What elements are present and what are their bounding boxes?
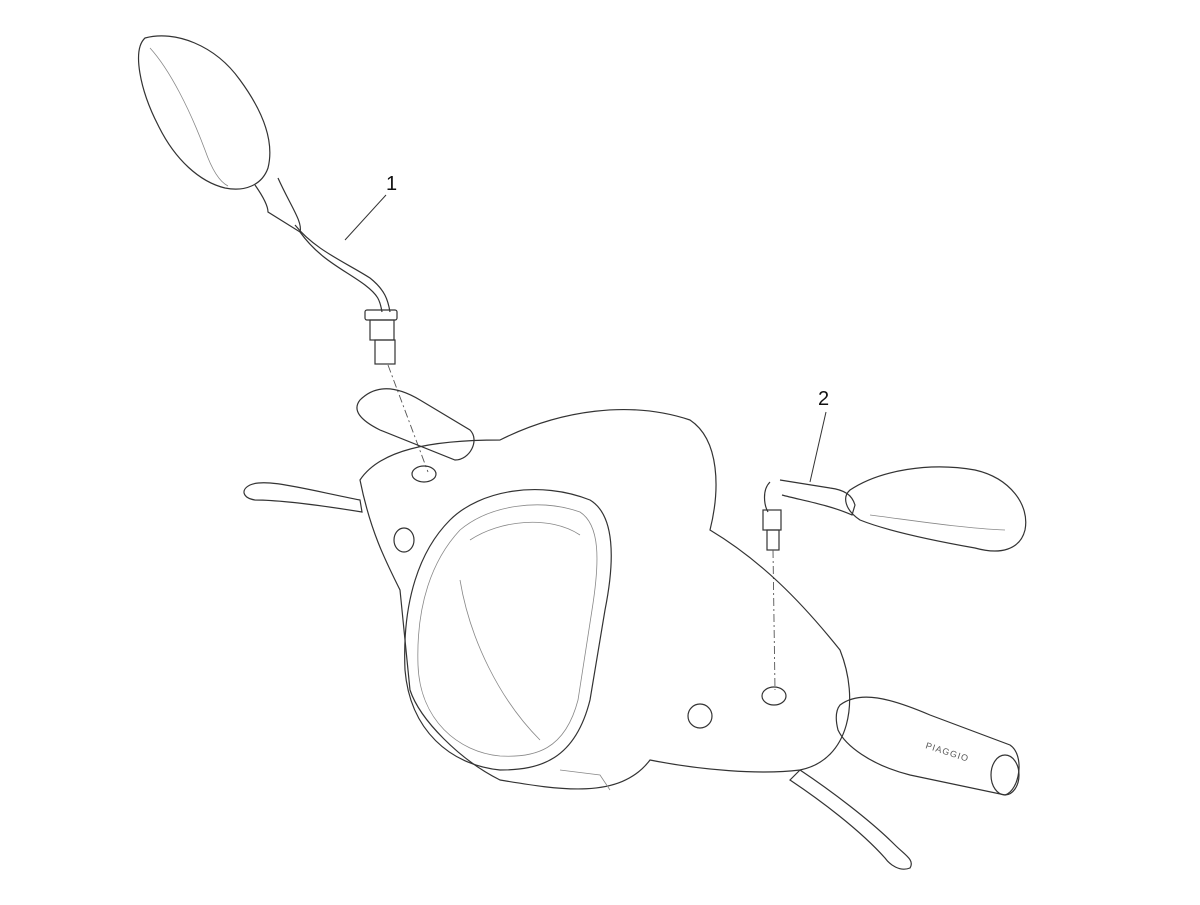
handlebar-assembly: PIAGGIO	[243, 388, 1020, 870]
callout-2: 2	[809, 388, 829, 483]
svg-text:2: 2	[818, 388, 829, 410]
right-mirror	[762, 466, 1027, 552]
left-mirror	[138, 35, 398, 365]
callout-1: 1	[344, 173, 397, 241]
svg-text:1: 1	[386, 173, 397, 195]
grip-logo: PIAGGIO	[924, 740, 970, 763]
